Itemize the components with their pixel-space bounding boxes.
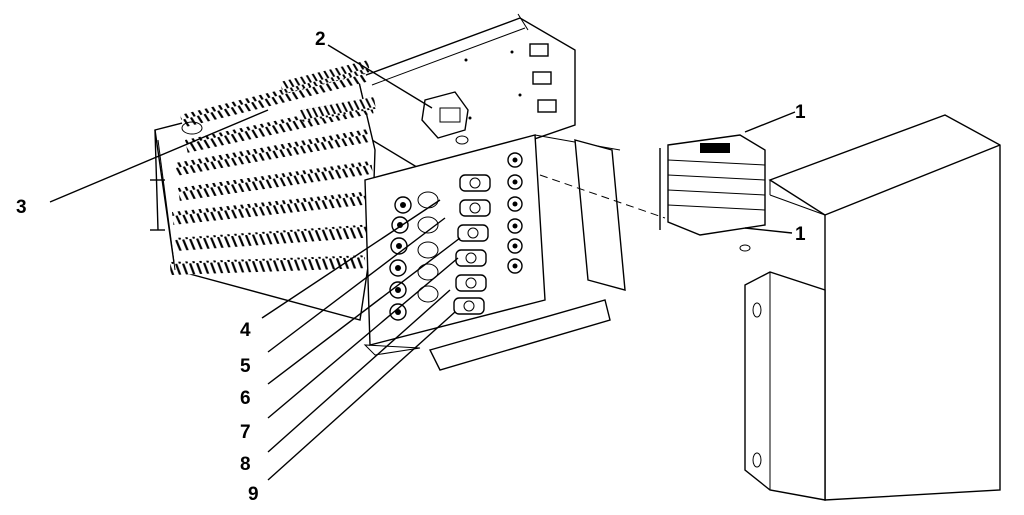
callout-5: 5: [240, 356, 251, 377]
callout-labels: 1 1 2 3 4 5 6 7 8 9: [16, 29, 806, 505]
callout-6: 6: [240, 388, 251, 409]
contactor-stack: [539, 134, 766, 252]
callout-9: 9: [248, 484, 259, 505]
terminal-column-right: [507, 152, 523, 274]
control-panel: [363, 134, 626, 371]
limit-switch-column: [453, 174, 491, 315]
callout-7: 7: [240, 422, 251, 443]
cabinet-enclosure: [744, 114, 1001, 501]
callout-2: 2: [315, 29, 326, 50]
leader-lines: [49, 44, 796, 481]
callout-4: 4: [240, 320, 251, 341]
callout-3: 3: [16, 197, 27, 218]
callout-8: 8: [240, 454, 251, 475]
heater-element-assembly: [150, 60, 376, 321]
sequencer-relay: [421, 91, 469, 145]
top-bracket: [357, 13, 576, 176]
heating-coil-rows: [170, 60, 376, 275]
callout-1-top: 1: [795, 102, 806, 123]
knockout-holes: [417, 191, 439, 303]
terminal-column-left: [389, 196, 412, 321]
callout-1-bottom: 1: [795, 224, 806, 245]
